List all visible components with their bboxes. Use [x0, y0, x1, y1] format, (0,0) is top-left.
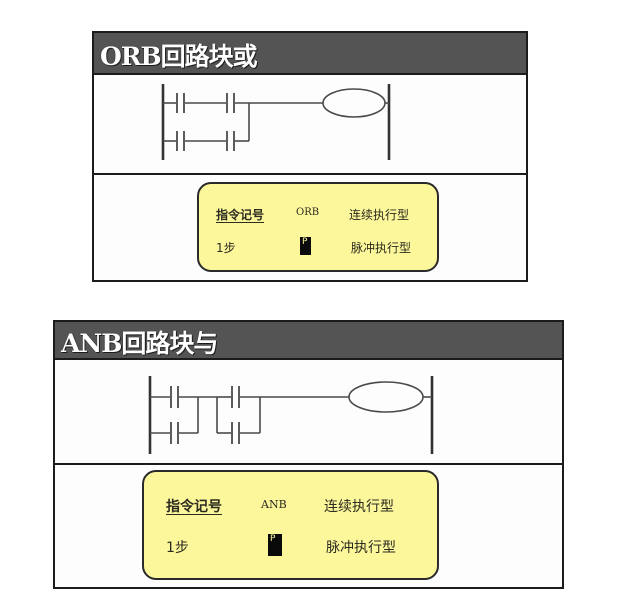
anb-steps: 1步	[166, 540, 189, 556]
orb-pulse-symbol: P	[300, 237, 311, 255]
orb-ladder-svg	[161, 84, 391, 160]
orb-contacts	[176, 93, 235, 151]
orb-title-bar: ORB回路块或	[94, 33, 526, 75]
anb-title-bar: ANB回路块与	[55, 322, 562, 360]
anb-ladder-svg	[148, 376, 434, 454]
anb-exec-pulse: 脉冲执行型	[326, 540, 396, 556]
anb-exec-continuous: 连续执行型	[324, 499, 394, 515]
anb-ladder-diagram	[55, 360, 562, 465]
orb-exec-pulse: 脉冲执行型	[351, 241, 412, 255]
anb-panel: ANB回路块与	[53, 320, 564, 589]
anb-info-area: 指令记号 ANB 连续执行型 1步 P 脉冲执行型	[55, 465, 562, 587]
anb-pulse-symbol: P	[268, 534, 282, 556]
orb-exec-continuous: 连续执行型	[349, 208, 410, 222]
anb-title: ANB回路块与	[61, 329, 218, 358]
anb-instruction-info-box: 指令记号 ANB 连续执行型 1步 P 脉冲执行型	[142, 470, 439, 580]
anb-instruction-label: 指令记号	[166, 499, 222, 515]
orb-ladder-diagram	[94, 75, 526, 175]
orb-instruction-label: 指令记号	[216, 208, 265, 222]
orb-instruction-info-box: 指令记号 ORB 连续执行型 1步 P 脉冲执行型	[197, 182, 439, 272]
orb-title: ORB回路块或	[100, 42, 258, 71]
anb-contacts	[170, 386, 240, 444]
anb-mnemonic: ANB	[261, 498, 287, 511]
orb-panel: ORB回路块或	[92, 31, 528, 282]
orb-mnemonic: ORB	[296, 207, 320, 218]
orb-info-area: 指令记号 ORB 连续执行型 1步 P 脉冲执行型	[94, 175, 526, 280]
orb-steps: 1步	[216, 241, 236, 255]
